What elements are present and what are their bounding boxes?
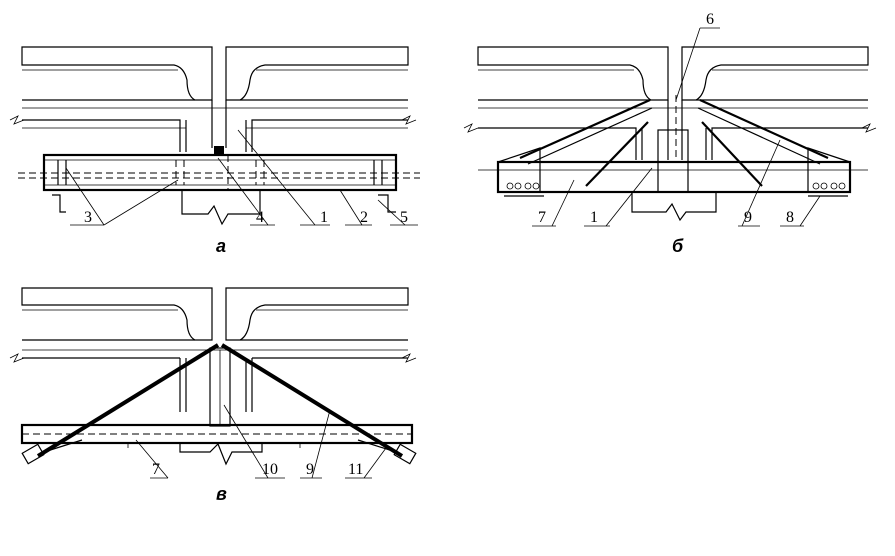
label-b-6: 6 [706, 11, 714, 28]
slab-right-v [225, 287, 409, 341]
label-v-7: 7 [152, 461, 160, 478]
label-a-2: 2 [360, 209, 368, 226]
slab-left-a [21, 46, 213, 101]
tie-right-v [220, 343, 404, 458]
bolt-group-right-b [808, 182, 848, 197]
slab-right-b [681, 46, 869, 101]
label-b-9: 9 [744, 209, 752, 226]
label-b-8: 8 [786, 209, 794, 226]
label-a-5: 5 [400, 209, 408, 226]
slab-left-b [477, 46, 669, 101]
column-a [181, 190, 261, 226]
bracket-left-a [52, 194, 66, 213]
caption-v: в [216, 484, 227, 504]
wall-panel-left-a [22, 119, 181, 152]
label-b-7: 7 [538, 209, 546, 226]
bolt-group-left-b [504, 182, 544, 197]
label-a-1: 1 [320, 209, 328, 226]
anchor-left-v [21, 439, 83, 465]
strut-left-lower [585, 121, 649, 187]
caption-b: б [672, 236, 684, 256]
strut-right-lower [701, 121, 763, 187]
panel-b: 6 7 1 9 8 б [463, 11, 877, 256]
label-v-11: 11 [348, 461, 363, 478]
tie-left-v [36, 343, 220, 458]
slab-right-a [225, 46, 409, 101]
label-b-1: 1 [590, 209, 598, 226]
anchor-right-v [357, 439, 417, 465]
wall-panel-right-a [251, 119, 408, 152]
panel-v: 7 10 9 11 в [9, 287, 417, 504]
label-a-3: 3 [84, 209, 92, 226]
bracket-right-a [378, 194, 396, 213]
strut-left-upper [519, 98, 651, 160]
label-v-9: 9 [306, 461, 314, 478]
column-b [657, 129, 689, 193]
caption-a: а [216, 236, 226, 256]
label-a-4: 4 [256, 209, 264, 226]
panel-a: 3 4 1 2 5 а [9, 46, 420, 256]
slab-left-v [21, 287, 213, 341]
strut-right-upper [699, 98, 829, 160]
beam-b [496, 160, 852, 194]
label-v-10: 10 [262, 461, 278, 478]
joint-seal-a [214, 146, 224, 154]
